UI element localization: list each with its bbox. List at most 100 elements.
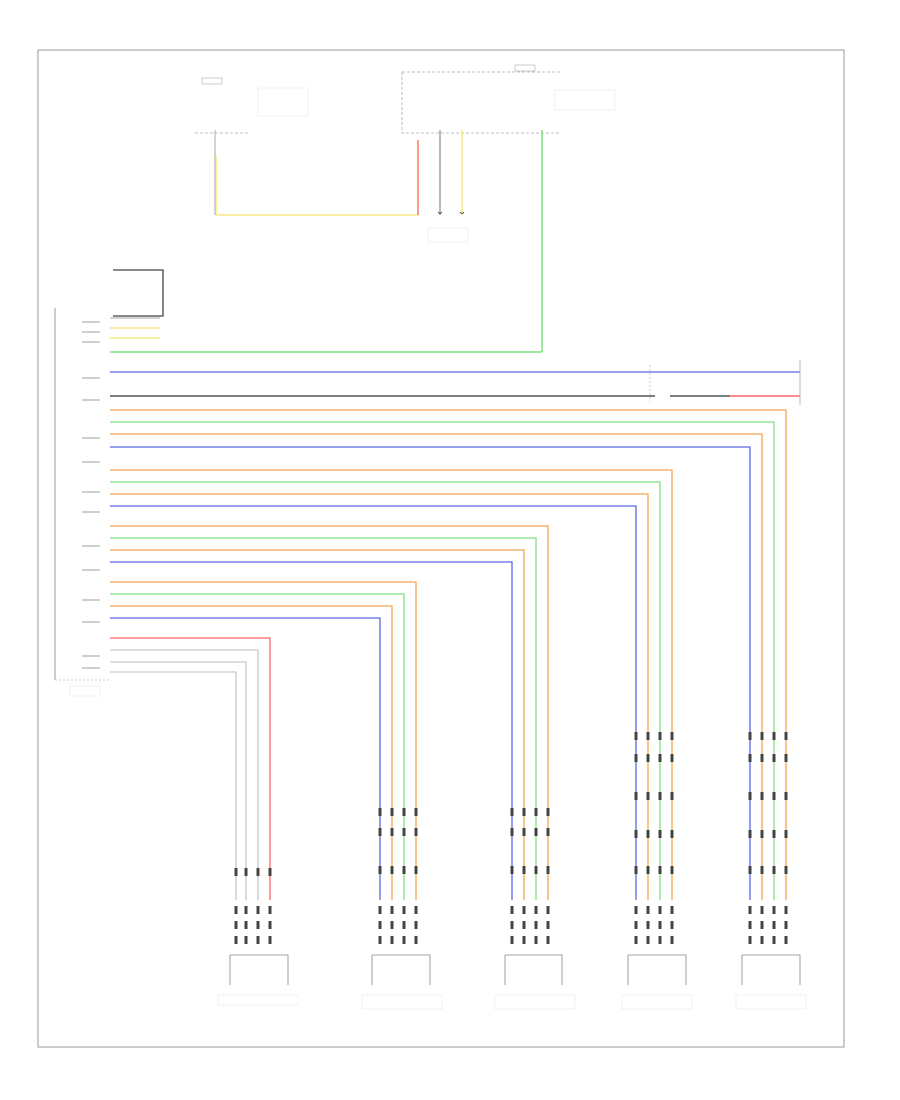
- connector-pin-icon: [378, 866, 382, 874]
- connector-pin-icon: [784, 936, 788, 944]
- connector-pin-icon: [634, 921, 638, 929]
- fuse-box-right: [401, 64, 616, 134]
- connector-pin-icon: [522, 866, 526, 874]
- connector-pin-icon: [772, 830, 776, 838]
- connector-pin-icon: [658, 921, 662, 929]
- connector-pin-icon: [522, 808, 526, 816]
- connector-pin-icon: [546, 866, 550, 874]
- connector-pin-icon: [646, 921, 650, 929]
- connector-pin-icon: [784, 866, 788, 874]
- connector-pin-icon: [760, 866, 764, 874]
- connector-pin-icon: [634, 732, 638, 740]
- connector-pin-icon: [646, 830, 650, 838]
- connector-pin-icon: [414, 866, 418, 874]
- connector-pin-icon: [402, 808, 406, 816]
- connector-pin-icon: [268, 921, 272, 929]
- connector-pin-icon: [760, 906, 764, 914]
- connector-pin-icon: [670, 732, 674, 740]
- connector-pin-icon: [414, 921, 418, 929]
- connector-pin-icon: [748, 792, 752, 800]
- connector-pin-icon: [760, 792, 764, 800]
- connector-pin-icon: [256, 906, 260, 914]
- connector-pin-icon: [378, 828, 382, 836]
- connector-pin-icon: [510, 828, 514, 836]
- camera-connector-1: [217, 954, 299, 1006]
- connector-pin-icon: [772, 732, 776, 740]
- connector-pin-icon: [510, 866, 514, 874]
- connector-pin-icon: [522, 906, 526, 914]
- connector-pin-icon: [646, 936, 650, 944]
- connector-pin-icon: [546, 808, 550, 816]
- connector-pin-icon: [784, 921, 788, 929]
- connector-pin-icon: [658, 754, 662, 762]
- connector-pin-icon: [390, 906, 394, 914]
- connector-pin-icon: [784, 732, 788, 740]
- connector-pin-icon: [658, 732, 662, 740]
- connector-pin-icon: [748, 732, 752, 740]
- connector-pin-icon: [268, 868, 272, 876]
- connector-pin-icon: [256, 868, 260, 876]
- connector-pin-icon: [546, 828, 550, 836]
- connector-pin-icon: [546, 921, 550, 929]
- connector-pin-icon: [784, 906, 788, 914]
- connector-pin-icon: [402, 866, 406, 874]
- connector-pin-icon: [510, 808, 514, 816]
- connector-pin-icon: [670, 921, 674, 929]
- connector-pin-icon: [390, 808, 394, 816]
- camera-harness-1: [110, 637, 271, 900]
- connector-pin-icon: [268, 936, 272, 944]
- connector-pin-icon: [760, 830, 764, 838]
- connector-pin-icon: [658, 906, 662, 914]
- connector-pin-icon: [510, 936, 514, 944]
- connector-pin-icon: [670, 830, 674, 838]
- connector-pin-icon: [634, 906, 638, 914]
- connector-pin-icon: [772, 921, 776, 929]
- connector-pin-icon: [378, 936, 382, 944]
- connector-pin-icon: [234, 921, 238, 929]
- connector-pin-icon: [244, 936, 248, 944]
- connector-pin-icon: [760, 921, 764, 929]
- connector-pins: [234, 732, 788, 944]
- connector-pin-icon: [522, 828, 526, 836]
- connector-pin-icon: [378, 921, 382, 929]
- camera-harness-2: [110, 581, 417, 900]
- connector-pin-icon: [534, 921, 538, 929]
- connector-pin-icon: [534, 808, 538, 816]
- connector-pin-icon: [234, 868, 238, 876]
- connector-pin-icon: [414, 808, 418, 816]
- camera-connector-3: [494, 954, 576, 1010]
- connector-pin-icon: [772, 866, 776, 874]
- connector-pin-icon: [670, 754, 674, 762]
- diagram-frame: [37, 49, 845, 1048]
- connector-pin-icon: [390, 828, 394, 836]
- module-pin-labels: [82, 321, 100, 669]
- connector-pin-icon: [390, 921, 394, 929]
- connector-pin-icon: [256, 921, 260, 929]
- connector-pin-icon: [634, 830, 638, 838]
- connector-pin-icon: [784, 754, 788, 762]
- connector-pin-icon: [748, 906, 752, 914]
- connector-pin-icon: [534, 828, 538, 836]
- connector-pin-icon: [378, 906, 382, 914]
- connector-pin-icon: [670, 866, 674, 874]
- connector-pin-icon: [748, 936, 752, 944]
- camera-connector-5: [735, 954, 807, 1010]
- connector-pin-icon: [244, 906, 248, 914]
- connector-pin-icon: [402, 921, 406, 929]
- connector-pin-icon: [760, 936, 764, 944]
- connector-pin-icon: [670, 936, 674, 944]
- connector-pin-icon: [784, 792, 788, 800]
- connector-pin-icon: [634, 936, 638, 944]
- connector-pin-icon: [646, 754, 650, 762]
- connector-pin-icon: [234, 906, 238, 914]
- connector-pin-icon: [658, 936, 662, 944]
- bus-wires: [110, 360, 801, 405]
- connector-pin-icon: [646, 792, 650, 800]
- connector-pin-icon: [414, 906, 418, 914]
- connector-pin-icon: [634, 754, 638, 762]
- connector-pin-icon: [390, 936, 394, 944]
- connector-pin-icon: [522, 921, 526, 929]
- connector-pin-icon: [414, 936, 418, 944]
- connector-pin-icon: [390, 866, 394, 874]
- connector-pin-icon: [634, 792, 638, 800]
